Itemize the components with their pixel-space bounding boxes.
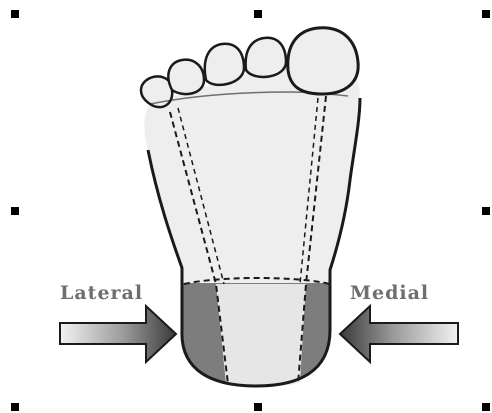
heel-center-region — [216, 284, 306, 386]
right-arrow-icon — [60, 306, 176, 362]
toe-big — [288, 28, 358, 94]
lateral-label: Lateral — [60, 282, 143, 304]
left-arrow-icon — [340, 306, 458, 362]
medial-label: Medial — [350, 282, 429, 304]
toe-third — [205, 44, 244, 85]
toe-fourth — [168, 60, 204, 94]
toe-second — [246, 38, 286, 77]
